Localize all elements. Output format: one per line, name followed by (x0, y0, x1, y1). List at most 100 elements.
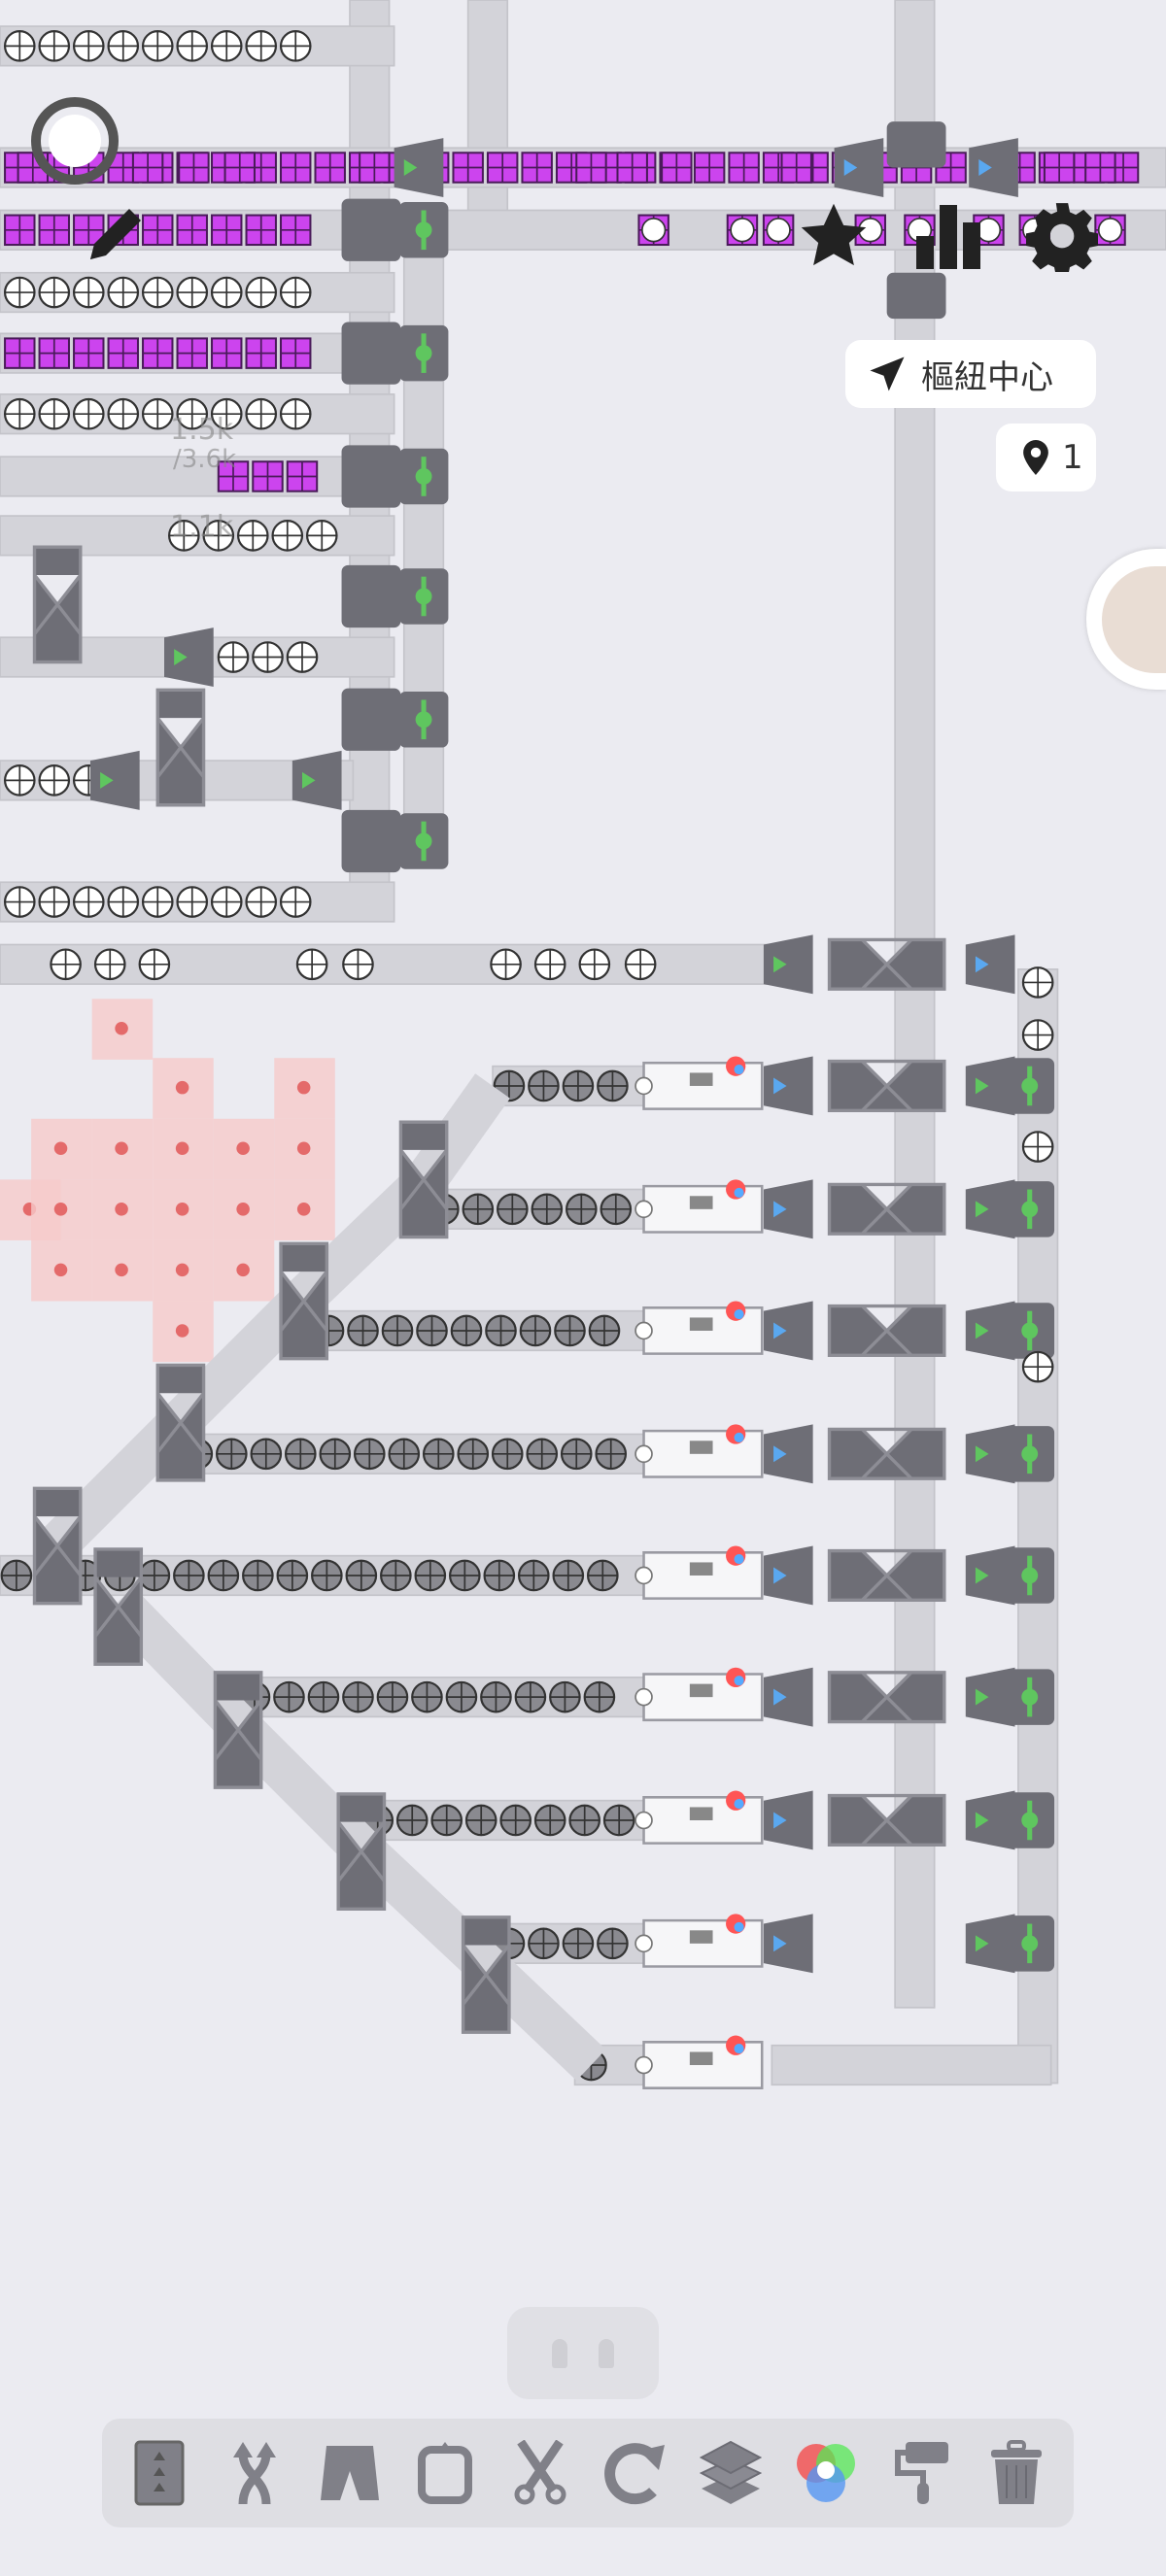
belt-reader[interactable] (969, 138, 1018, 197)
machine[interactable] (341, 809, 401, 873)
circle-item-cross (569, 1805, 600, 1836)
tunnel-icon (321, 2446, 379, 2500)
splitter[interactable] (279, 1241, 329, 1361)
edit-button[interactable] (83, 199, 151, 267)
resource-heart-icon (236, 1141, 250, 1156)
purple-square-item-cross (253, 461, 283, 491)
circle-item-cross (308, 1681, 339, 1712)
purple-square-item-cross (246, 215, 276, 246)
belt-reader[interactable] (965, 1424, 1015, 1484)
splitter[interactable] (32, 545, 83, 664)
splitter[interactable] (336, 1792, 387, 1912)
belt-reader[interactable] (965, 1914, 1015, 1974)
circle-item-cross (246, 887, 276, 917)
belt-reader[interactable] (763, 1914, 813, 1974)
tool-mixer[interactable] (792, 2439, 860, 2507)
belt-reader[interactable] (763, 1790, 813, 1850)
machine[interactable] (886, 121, 946, 168)
belt-reader[interactable] (394, 138, 444, 197)
splitter[interactable] (155, 1363, 206, 1482)
splitter[interactable] (827, 1304, 946, 1358)
machine[interactable] (341, 445, 401, 508)
belt-reader[interactable] (965, 1790, 1015, 1850)
navigate-hub-button[interactable]: 樞紐中心 (845, 340, 1096, 408)
splitter[interactable] (93, 1547, 144, 1667)
belt-reader[interactable] (763, 1667, 813, 1727)
splitter[interactable] (213, 1671, 263, 1789)
paint-roller-icon (689, 1441, 713, 1454)
belt-reader[interactable] (965, 1545, 1015, 1606)
belt-reader[interactable] (763, 934, 813, 995)
belt[interactable] (771, 2044, 1052, 2086)
machine[interactable] (341, 564, 401, 628)
gear-icon (1026, 203, 1098, 272)
circle-item (766, 218, 791, 243)
purple-square-item-cross (662, 153, 692, 183)
circle-item-cross (343, 1681, 373, 1712)
belt[interactable] (0, 456, 395, 497)
splitter[interactable] (461, 1915, 511, 2034)
resource-heart-icon (296, 1141, 311, 1156)
splitter[interactable] (827, 1427, 946, 1480)
balancer-icon (233, 2442, 276, 2505)
record-button[interactable] (29, 95, 121, 187)
belt-reader[interactable] (965, 934, 1015, 995)
direction-arrow-icon (773, 1077, 787, 1095)
tool-trash[interactable] (982, 2439, 1050, 2507)
splitter[interactable] (827, 1548, 946, 1603)
tool-painter[interactable] (887, 2439, 955, 2507)
painter-input (634, 2055, 653, 2075)
splitter[interactable] (32, 1486, 83, 1606)
machine[interactable] (341, 688, 401, 751)
tool-tunnel[interactable] (316, 2439, 384, 2507)
circle-item-cross (281, 277, 311, 308)
belt[interactable] (402, 228, 445, 864)
favorites-button[interactable] (797, 199, 871, 273)
machine[interactable] (341, 322, 401, 385)
paint-color-icon (734, 1432, 744, 1442)
belt-reader[interactable] (292, 750, 342, 810)
belt-reader[interactable] (89, 750, 140, 810)
purple-square-item-cross (1044, 153, 1075, 183)
circle-item-cross (139, 1560, 170, 1591)
statistics-button[interactable] (911, 202, 985, 272)
belt-reader[interactable] (834, 138, 884, 197)
belt-reader[interactable] (965, 1667, 1015, 1727)
splitter[interactable] (827, 1671, 946, 1724)
markers-button[interactable]: 1 (996, 424, 1096, 491)
belt-reader[interactable] (965, 1301, 1015, 1361)
tool-rotator[interactable] (601, 2439, 669, 2507)
merger-node (1021, 1567, 1039, 1584)
machine[interactable] (886, 272, 946, 320)
belt-reader[interactable] (763, 1056, 813, 1116)
belt-reader[interactable] (763, 1301, 813, 1361)
belt-reader[interactable] (965, 1056, 1015, 1116)
resource-heart-icon (236, 1263, 250, 1277)
splitter[interactable] (827, 1182, 946, 1236)
belt-reader[interactable] (763, 1179, 813, 1239)
tool-cutter[interactable] (506, 2439, 574, 2507)
splitter[interactable] (827, 1793, 946, 1847)
tool-balancer[interactable] (221, 2439, 289, 2507)
splitter[interactable] (398, 1120, 449, 1239)
tool-extractor[interactable] (411, 2439, 479, 2507)
belt-reader[interactable] (763, 1424, 813, 1484)
belt[interactable] (349, 0, 391, 889)
belt-reader[interactable] (965, 1179, 1015, 1239)
circle-item-cross (550, 1681, 580, 1712)
tool-belt[interactable] (125, 2439, 193, 2507)
splitter[interactable] (827, 1059, 946, 1113)
purple-square-item-cross (781, 153, 811, 183)
splitter[interactable] (155, 688, 206, 807)
tool-stacker[interactable] (697, 2439, 765, 2507)
settings-button[interactable] (1025, 199, 1099, 273)
splitter[interactable] (827, 937, 946, 991)
belt-reader[interactable] (164, 627, 214, 687)
belt-reader[interactable] (763, 1545, 813, 1606)
machine[interactable] (341, 198, 401, 261)
lock-toggle[interactable] (507, 2307, 659, 2399)
direction-arrow-icon (773, 1688, 787, 1706)
circle-item-cross (5, 887, 35, 917)
belt[interactable] (466, 0, 509, 231)
